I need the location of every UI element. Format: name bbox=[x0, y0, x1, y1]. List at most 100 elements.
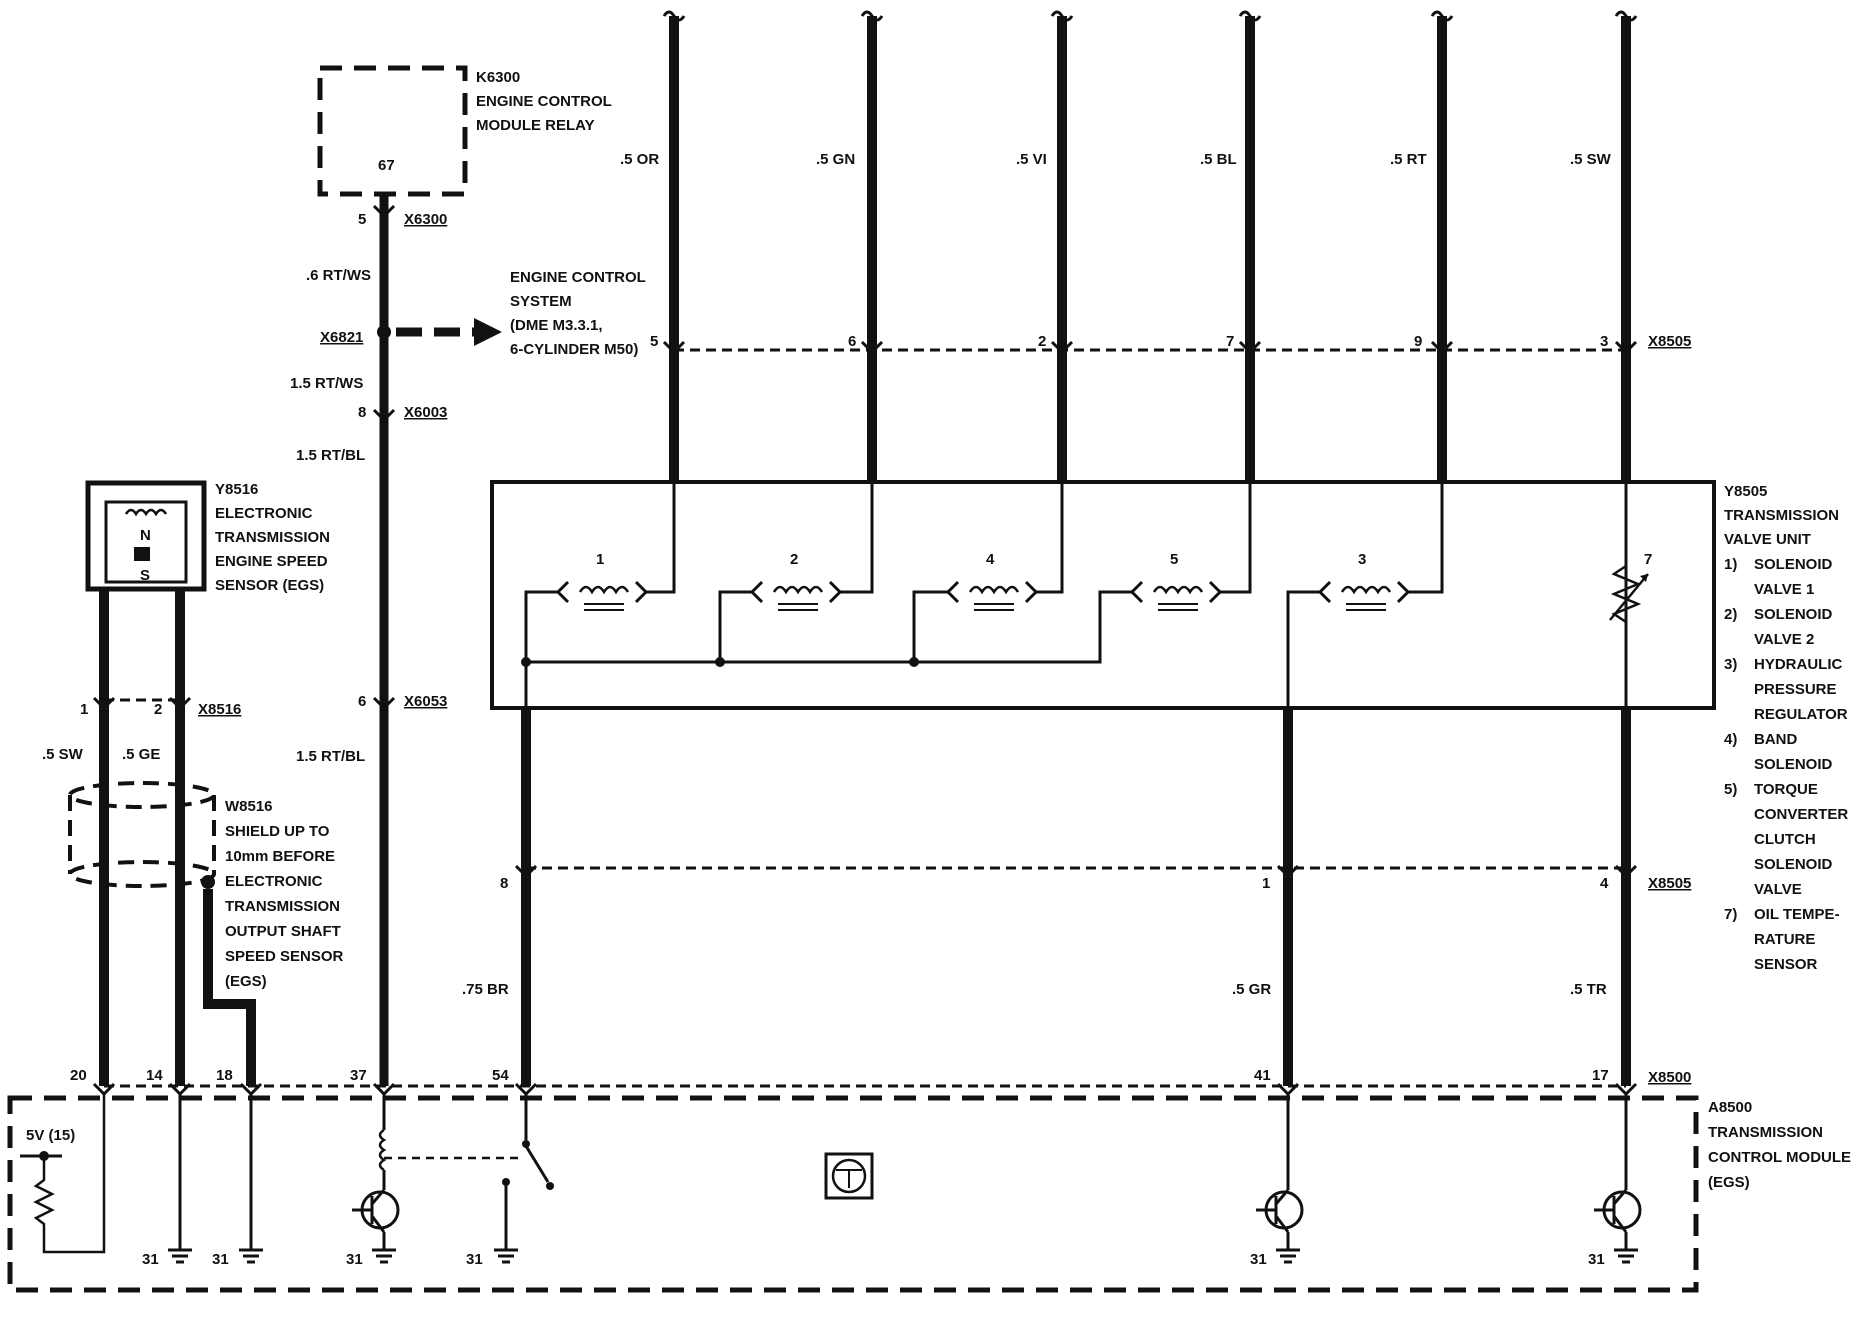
coil-3: 3 bbox=[1286, 482, 1444, 708]
y8516-pole-s: S bbox=[140, 567, 150, 584]
a8500-l1: TRANSMISSION bbox=[1708, 1124, 1823, 1141]
x6821-id: X6821 bbox=[320, 329, 363, 346]
top-wire-vi: .5 VI 2 bbox=[1016, 10, 1074, 482]
top-wire-gn: .5 GN 6 bbox=[816, 10, 884, 482]
coil-3-num: 3 bbox=[1358, 551, 1366, 568]
k6300-desc2: MODULE RELAY bbox=[476, 117, 595, 134]
legend-5-l4: SOLENOID bbox=[1754, 856, 1833, 873]
top-wire-bl-pin: 7 bbox=[1226, 333, 1234, 350]
top-wire-vi-pin: 2 bbox=[1038, 333, 1046, 350]
legend-5-l1: TORQUE bbox=[1754, 781, 1818, 798]
top-wire-bl-label: .5 BL bbox=[1200, 151, 1237, 168]
legend-4-num: 4) bbox=[1724, 731, 1737, 748]
ground-pin41-label: 31 bbox=[1250, 1251, 1267, 1268]
legend-7-l3: SENSOR bbox=[1754, 956, 1818, 973]
legend-3-l2: PRESSURE bbox=[1754, 681, 1837, 698]
x8500-pin-54: 54 bbox=[492, 1067, 509, 1084]
x8500-pin-20: 20 bbox=[70, 1067, 87, 1084]
k6300-id: K6300 bbox=[476, 69, 520, 86]
legend-5-num: 5) bbox=[1724, 781, 1737, 798]
legend-4-l2: SOLENOID bbox=[1754, 756, 1833, 773]
x8516-pin1: 1 bbox=[80, 701, 88, 718]
k6300-pin: 67 bbox=[378, 157, 395, 174]
w8516-l7: (EGS) bbox=[225, 973, 267, 990]
x8500-id: X8500 bbox=[1648, 1069, 1691, 1086]
ground-pin37-label: 31 bbox=[346, 1251, 363, 1268]
x8500-pin-17: 17 bbox=[1592, 1067, 1609, 1084]
top-wire-rt-label: .5 RT bbox=[1390, 151, 1427, 168]
top-wire-or: .5 OR 5 bbox=[620, 10, 686, 482]
x6003-pin: 8 bbox=[358, 404, 366, 421]
w8516-l1: SHIELD UP TO bbox=[225, 823, 330, 840]
x6300-id: X6300 bbox=[404, 211, 447, 228]
y8516-id: Y8516 bbox=[215, 481, 258, 498]
wire-rt-ws-6-label: .6 RT/WS bbox=[306, 267, 371, 284]
x8505-bottom-id: X8505 bbox=[1648, 875, 1691, 892]
x6053-id: X6053 bbox=[404, 693, 447, 710]
supply-wire-rt: 5 X6300 .6 RT/WS X6821 1.5 RT/WS 8 X6003… bbox=[290, 194, 447, 1086]
transistor-41: 31 bbox=[1250, 1094, 1304, 1268]
ground-pin17-label: 31 bbox=[1588, 1251, 1605, 1268]
x8500-pin-41: 41 bbox=[1254, 1067, 1271, 1084]
coil-1: 1 bbox=[524, 482, 676, 720]
coil-4: 4 bbox=[912, 482, 1064, 660]
w8516-l4: TRANSMISSION bbox=[225, 898, 340, 915]
top-wires: .5 OR 5 .5 GN 6 .5 VI 2 .5 BL 7 bbox=[620, 10, 1691, 482]
legend-5-l3: CLUTCH bbox=[1754, 831, 1816, 848]
top-wire-bl: .5 BL 7 bbox=[1200, 10, 1262, 482]
legend-3-l3: REGULATOR bbox=[1754, 706, 1848, 723]
coil-4-num: 4 bbox=[986, 551, 995, 568]
ground-pin18-label: 31 bbox=[212, 1251, 229, 1268]
engine-control-l2: SYSTEM bbox=[510, 293, 572, 310]
legend-7-num: 7) bbox=[1724, 906, 1737, 923]
legend-3-num: 3) bbox=[1724, 656, 1737, 673]
switch-54: 31 bbox=[466, 1094, 554, 1268]
top-wire-sw: .5 SW 3 bbox=[1570, 10, 1638, 482]
legend-2-l2: VALVE 2 bbox=[1754, 631, 1814, 648]
y8516-l1: ELECTRONIC bbox=[215, 505, 313, 522]
y8516-l4: SENSOR (EGS) bbox=[215, 577, 324, 594]
y8505-legend: 1) SOLENOID VALVE 1 2) SOLENOID VALVE 2 … bbox=[1724, 556, 1848, 973]
legend-1-l2: VALVE 1 bbox=[1754, 581, 1814, 598]
a8500-l2: CONTROL MODULE bbox=[1708, 1149, 1851, 1166]
y8516-sensor: N S Y8516 ELECTRONIC TRANSMISSION ENGINE… bbox=[85, 480, 330, 594]
legend-4-l1: BAND bbox=[1754, 731, 1797, 748]
w8516-shield: W8516 SHIELD UP TO 10mm BEFORE ELECTRONI… bbox=[68, 781, 344, 1086]
x8500-pin-14: 14 bbox=[146, 1067, 163, 1084]
sensor-wires: 1 2 X8516 .5 SW .5 GE bbox=[42, 589, 241, 1086]
engine-control-l1: ENGINE CONTROL bbox=[510, 269, 646, 286]
wire-tr-label: .5 TR bbox=[1570, 981, 1607, 998]
x8516-pin2: 2 bbox=[154, 701, 162, 718]
top-wire-gn-label: .5 GN bbox=[816, 151, 855, 168]
wire-rt-bl-bottom-label: 1.5 RT/BL bbox=[296, 748, 365, 765]
w8516-id: W8516 bbox=[225, 798, 273, 815]
coil-5-num: 5 bbox=[1170, 551, 1178, 568]
coil-2-num: 2 bbox=[790, 551, 798, 568]
top-wire-rt-pin: 9 bbox=[1414, 333, 1422, 350]
y8516-l3: ENGINE SPEED bbox=[215, 553, 328, 570]
supply-label: 5V (15) bbox=[26, 1127, 75, 1144]
wire-rt-ws-15-label: 1.5 RT/WS bbox=[290, 375, 363, 392]
legend-2-l1: SOLENOID bbox=[1754, 606, 1833, 623]
coil-5: 5 bbox=[914, 482, 1252, 664]
x8505-bottom-pin-tr: 4 bbox=[1600, 875, 1609, 892]
sensor-7-num: 7 bbox=[1644, 551, 1652, 568]
bottom-wires: 8 1 4 X8505 .75 BR .5 GR .5 TR bbox=[462, 708, 1691, 1086]
wire-rt-bl-top-label: 1.5 RT/BL bbox=[296, 447, 365, 464]
w8516-l6: SPEED SENSOR bbox=[225, 948, 344, 965]
y8516-pole-n: N bbox=[140, 527, 151, 544]
k6300-desc1: ENGINE CONTROL bbox=[476, 93, 612, 110]
wire-gr-label: .5 GR bbox=[1232, 981, 1271, 998]
x6003-id: X6003 bbox=[404, 404, 447, 421]
a8500-l3: (EGS) bbox=[1708, 1174, 1750, 1191]
x8500-pin-18: 18 bbox=[216, 1067, 233, 1084]
legend-1-l1: SOLENOID bbox=[1754, 556, 1833, 573]
y8505-id: Y8505 bbox=[1724, 483, 1767, 500]
top-wire-or-pin: 5 bbox=[650, 333, 658, 350]
x6053-pin: 6 bbox=[358, 693, 366, 710]
legend-7-l2: RATURE bbox=[1754, 931, 1815, 948]
legend-5-l5: VALVE bbox=[1754, 881, 1802, 898]
top-wire-gn-pin: 6 bbox=[848, 333, 856, 350]
